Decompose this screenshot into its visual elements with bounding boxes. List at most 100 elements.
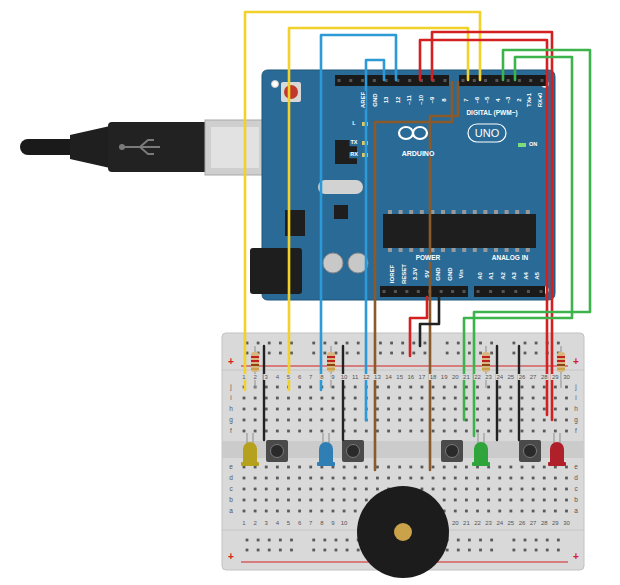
- chip-pin: [452, 248, 456, 252]
- hole: [487, 430, 490, 433]
- led-symbol: [243, 442, 257, 464]
- hole: [332, 466, 335, 469]
- hole: [521, 419, 524, 422]
- hole: [409, 430, 412, 433]
- resistor-symbol: [251, 352, 259, 372]
- hole: [476, 499, 479, 502]
- column-number: 2: [252, 374, 257, 380]
- column-number: 4: [275, 520, 280, 526]
- hole: [565, 499, 568, 502]
- hole: [476, 488, 479, 491]
- hole: [532, 419, 535, 422]
- rail-hole: [346, 539, 349, 542]
- hole: [443, 499, 446, 502]
- hole: [387, 430, 390, 433]
- column-number: 18: [429, 374, 438, 380]
- usb-symbol: [119, 144, 125, 150]
- column-number: 21: [462, 374, 471, 380]
- hole: [287, 430, 290, 433]
- hole: [332, 408, 335, 411]
- chip-pin: [462, 248, 466, 252]
- chip-pin: [399, 248, 403, 252]
- hole: [320, 488, 323, 491]
- hole: [409, 408, 412, 411]
- rail-hole: [312, 539, 315, 542]
- row-letter: c: [573, 486, 578, 493]
- rail-hole: [479, 549, 482, 552]
- hole: [498, 386, 501, 389]
- column-number: 4: [275, 374, 280, 380]
- hole: [298, 430, 301, 433]
- rail-hole: [323, 352, 326, 355]
- pushbutton-cap: [347, 445, 360, 458]
- hole: [376, 466, 379, 469]
- rail-hole: [446, 352, 449, 355]
- resistor-band: [251, 364, 259, 366]
- pin-header: [380, 286, 468, 297]
- pin-label: 5V: [424, 269, 430, 278]
- rail-hole: [557, 549, 560, 552]
- rail-hole: [512, 352, 515, 355]
- hole: [465, 488, 468, 491]
- jumper-wire: [245, 12, 480, 390]
- hole: [421, 466, 424, 469]
- hole: [243, 477, 246, 480]
- hole: [409, 419, 412, 422]
- resistor-band: [251, 356, 259, 358]
- chip-pin: [494, 210, 498, 214]
- column-number: 28: [540, 374, 549, 380]
- board-pcb: [262, 70, 555, 300]
- column-number: 9: [330, 520, 335, 526]
- column-number: 29: [551, 374, 560, 380]
- hole: [543, 499, 546, 502]
- hole: [409, 477, 412, 480]
- hole: [320, 408, 323, 411]
- hole: [532, 510, 535, 513]
- hole: [554, 386, 557, 389]
- hole: [565, 510, 568, 513]
- hole: [287, 419, 290, 422]
- rail-hole: [524, 539, 527, 542]
- brand-label: ARDUINO: [401, 150, 436, 157]
- header-pin: [507, 79, 510, 82]
- column-number: 27: [529, 520, 538, 526]
- rail-hole: [424, 342, 427, 345]
- rail-hole: [490, 342, 493, 345]
- column-number: 21: [462, 520, 471, 526]
- led-symbol: [474, 442, 488, 464]
- chip-pin: [483, 210, 487, 214]
- rail-hole: [412, 352, 415, 355]
- hole: [298, 386, 301, 389]
- hole: [320, 419, 323, 422]
- column-number: 13: [373, 374, 382, 380]
- hole: [498, 488, 501, 491]
- pushbutton-cap: [271, 445, 284, 458]
- rail-hole: [379, 342, 382, 345]
- led-rim: [241, 462, 259, 466]
- ground-wire: [518, 346, 520, 440]
- column-number: 24: [495, 520, 504, 526]
- hole: [454, 466, 457, 469]
- hole: [554, 430, 557, 433]
- chip-pin: [473, 248, 477, 252]
- hole: [476, 477, 479, 480]
- column-number: 8: [319, 374, 324, 380]
- rail-hole: [479, 352, 482, 355]
- pin-label: 2: [516, 97, 522, 102]
- hole: [376, 488, 379, 491]
- hole: [554, 499, 557, 502]
- hole: [454, 488, 457, 491]
- chip-pin: [420, 210, 424, 214]
- rail-sign: +: [572, 357, 580, 367]
- hole: [465, 408, 468, 411]
- breadboard: [222, 333, 584, 570]
- rail-hole: [279, 549, 282, 552]
- hole: [565, 430, 568, 433]
- led-rim: [548, 462, 566, 466]
- piezo-buzzer: [357, 486, 449, 578]
- hole: [354, 499, 357, 502]
- hole: [298, 488, 301, 491]
- hole: [243, 510, 246, 513]
- header-pin: [373, 79, 376, 82]
- rail-hole: [323, 342, 326, 345]
